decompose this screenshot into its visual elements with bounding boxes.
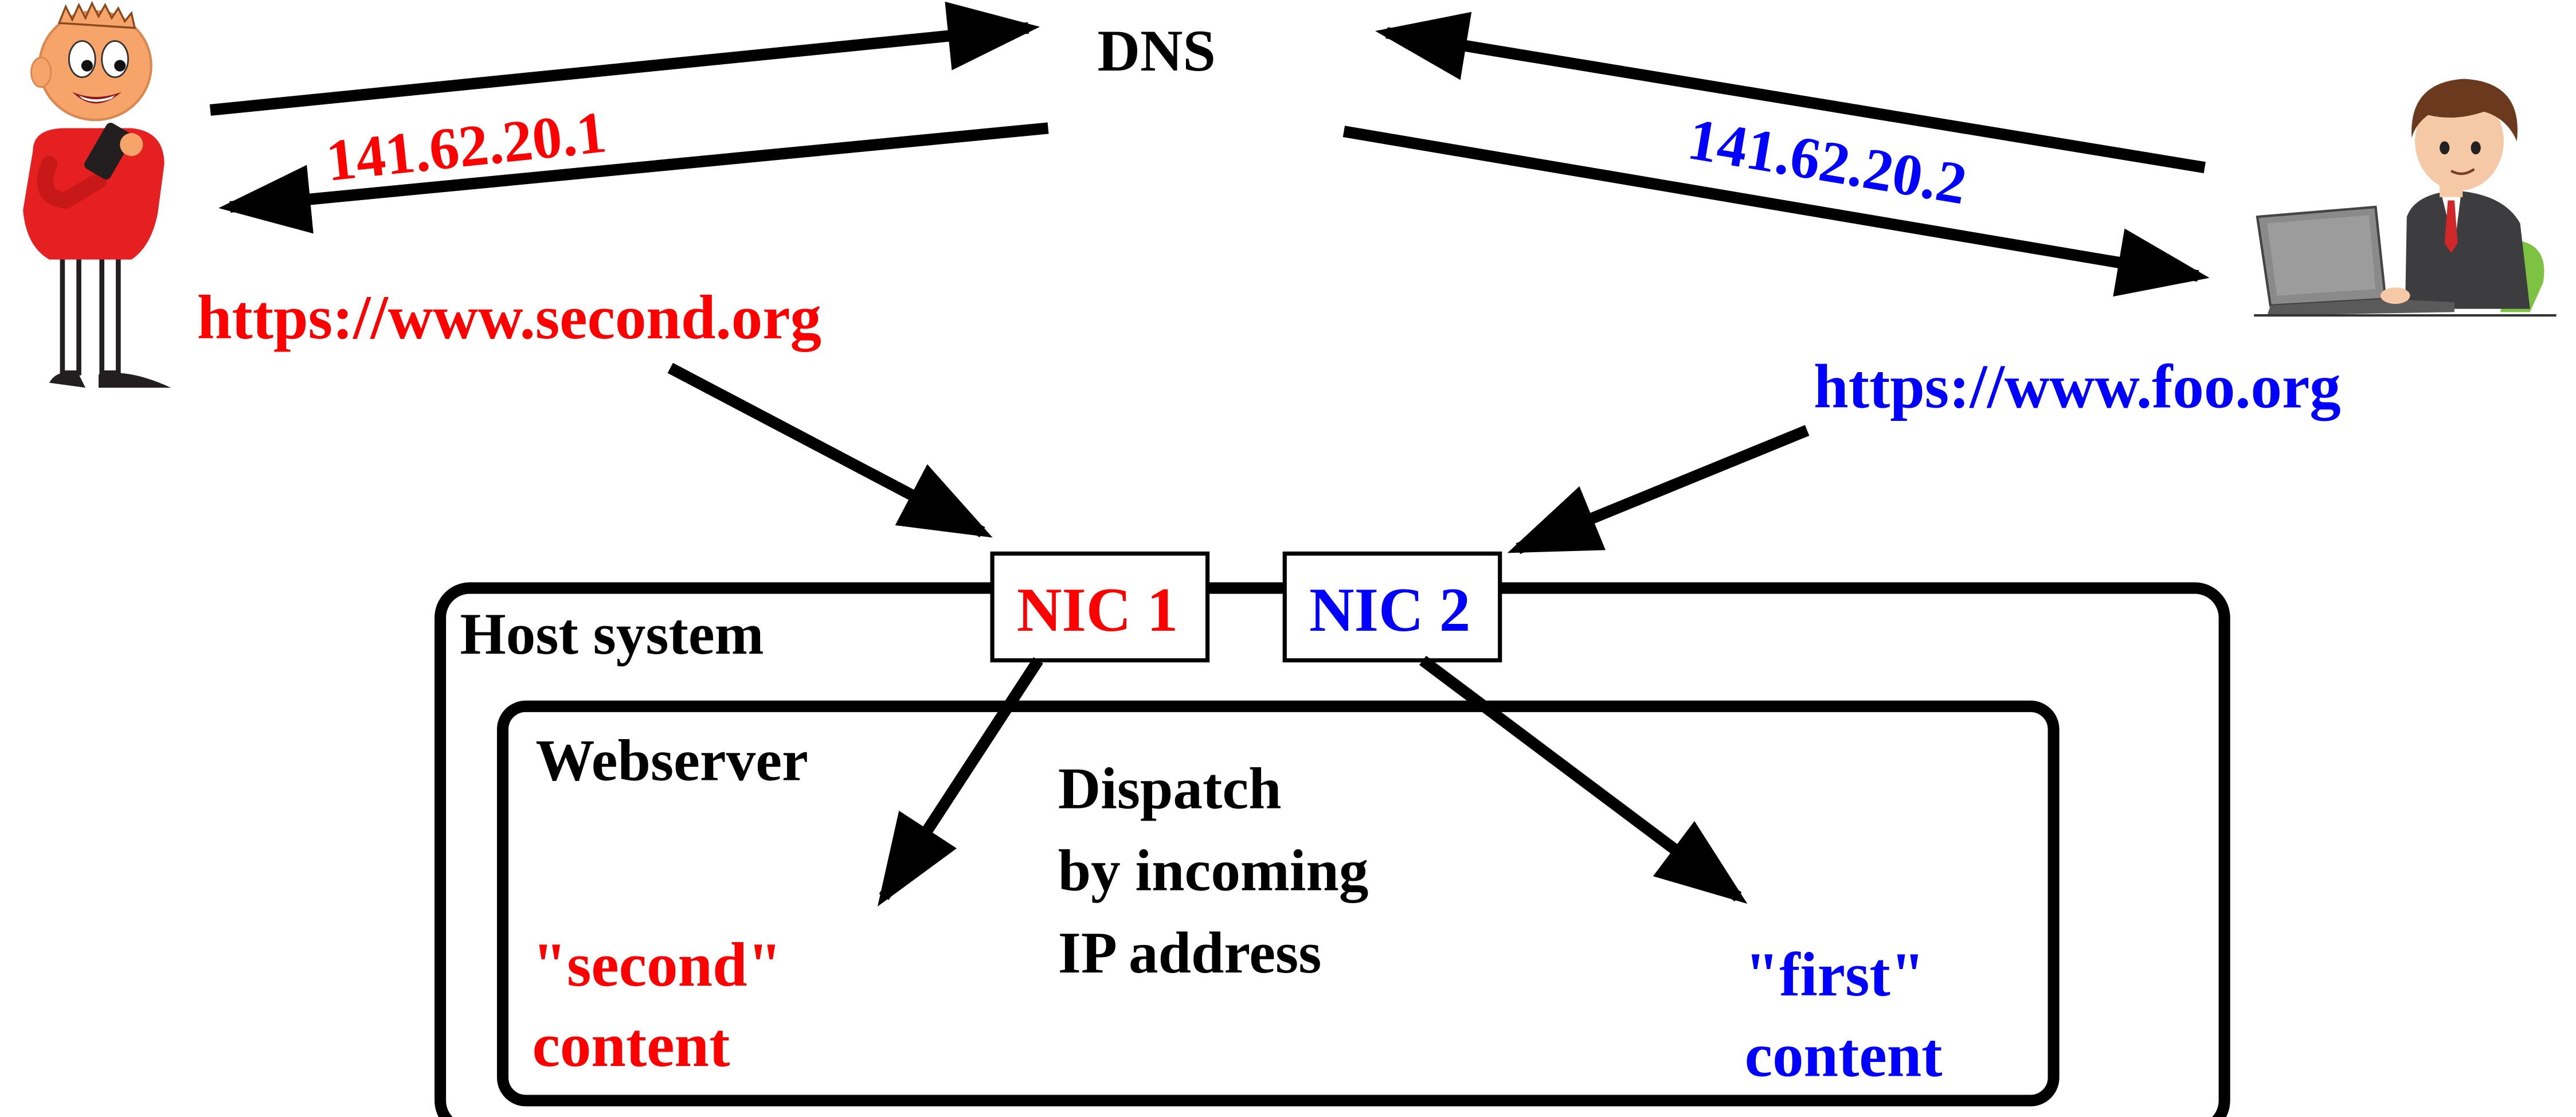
nic1-label: NIC 1 <box>1017 575 1178 645</box>
right-request-arrow <box>1375 11 2206 174</box>
webserver-label: Webserver <box>535 728 808 794</box>
second-content-line-2: content <box>533 1010 730 1080</box>
left-response-arrow <box>218 122 1049 234</box>
left-url-label: https://www.second.org <box>197 283 821 352</box>
nic2-label: NIC 2 <box>1309 575 1470 645</box>
second-to-nic1-arrow <box>667 362 993 538</box>
webserver-box <box>496 700 2060 1107</box>
left-request-arrow <box>209 1 1040 116</box>
right-url-label: https://www.foo.org <box>1814 351 2341 421</box>
dispatch-line-2: by incoming <box>1058 838 1369 904</box>
nic2-box <box>1282 551 1502 663</box>
dispatch-line-1: Dispatch <box>1058 756 1282 821</box>
smartphone-user-icon <box>23 1 171 388</box>
right-response-arrow <box>1342 126 2210 297</box>
first-content-line-1: "first" <box>1745 940 1925 1009</box>
second-content-line-1: "second" <box>533 930 782 999</box>
laptop-user-icon <box>2254 79 2557 317</box>
foo-to-nic2-arrow <box>1507 425 1810 554</box>
host-system-label: Host system <box>460 602 764 667</box>
nic1-box <box>990 551 1210 663</box>
first-content-line-2: content <box>1745 1020 1943 1089</box>
nic2-to-first-content-arrow <box>1419 655 1748 904</box>
nic1-to-second-content-arrow <box>877 657 1043 907</box>
dispatch-line-3: IP address <box>1058 920 1322 986</box>
dns-label: DNS <box>1098 18 1216 84</box>
